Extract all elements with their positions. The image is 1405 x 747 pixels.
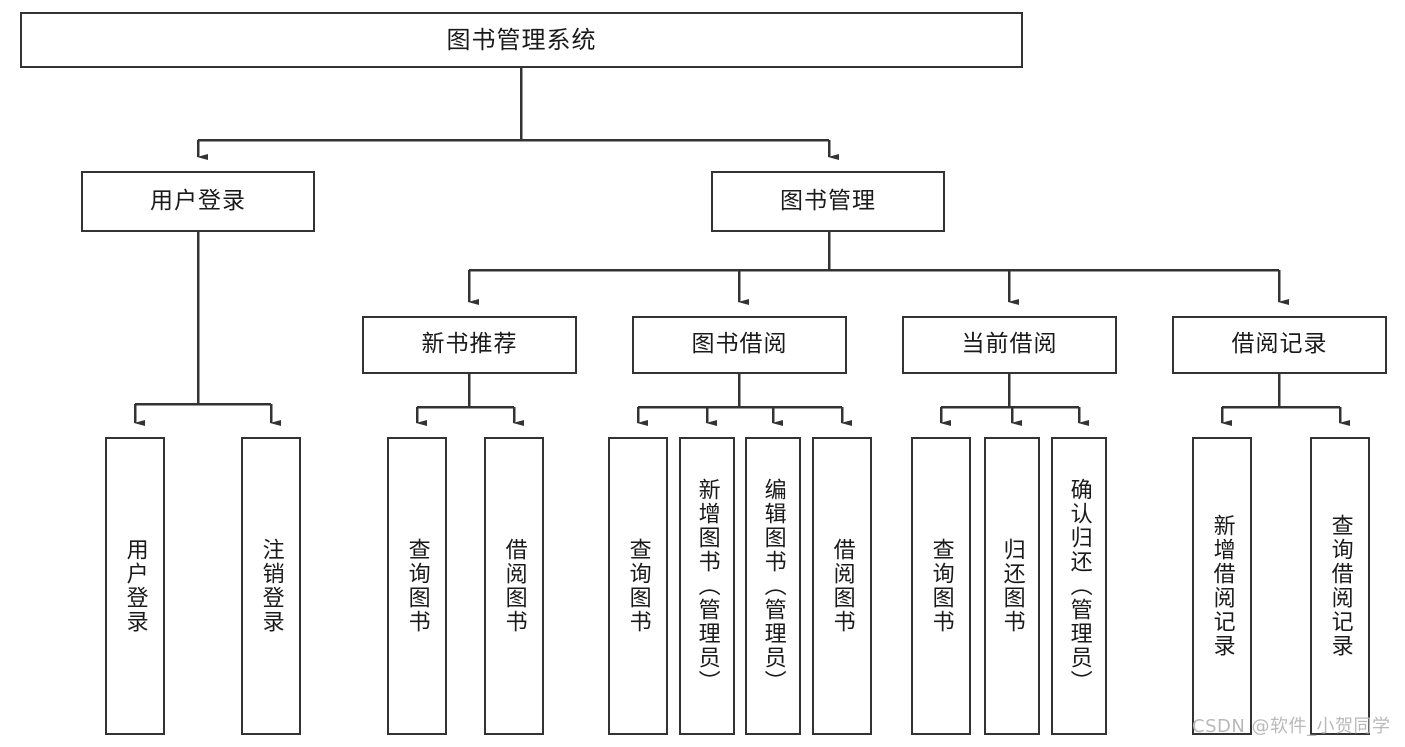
node-book-borrow[interactable]: 图书借阅 (632, 316, 847, 374)
node-book-management-system[interactable]: 图书管理系统 (20, 12, 1023, 68)
node-label: 编辑图书（管理员） (760, 478, 786, 694)
leaf-edit-book-admin[interactable]: 编辑图书（管理员） (745, 437, 801, 735)
node-label: 用户登录 (122, 538, 148, 634)
node-label: 确认归还（管理员） (1066, 478, 1092, 694)
node-label: 借阅图书 (829, 538, 855, 634)
node-user-login[interactable]: 用户登录 (81, 171, 315, 232)
node-label: 新书推荐 (421, 331, 518, 358)
leaf-confirm-return-admin[interactable]: 确认归还（管理员） (1051, 437, 1107, 735)
node-new-book-recommend[interactable]: 新书推荐 (362, 316, 577, 374)
leaf-query-book-current[interactable]: 查询图书 (911, 437, 971, 735)
node-label: 查询图书 (928, 538, 954, 634)
leaf-return-book[interactable]: 归还图书 (984, 437, 1040, 735)
leaf-user-logout[interactable]: 注销登录 (241, 437, 301, 735)
leaf-query-book-recommend[interactable]: 查询图书 (387, 437, 447, 735)
node-label: 借阅图书 (501, 538, 527, 634)
node-label: 注销登录 (258, 538, 284, 634)
watermark-text: CSDN @软件_小贺同学 (1192, 716, 1391, 737)
node-book-management[interactable]: 图书管理 (711, 171, 945, 232)
leaf-add-book-admin[interactable]: 新增图书（管理员） (679, 437, 735, 735)
node-label: 图书借阅 (691, 331, 788, 358)
node-label: 图书管理系统 (446, 25, 597, 54)
leaf-query-borrow-record[interactable]: 查询借阅记录 (1310, 437, 1370, 735)
node-label: 用户登录 (150, 187, 246, 214)
leaf-borrow-book-recommend[interactable]: 借阅图书 (484, 437, 544, 735)
leaf-user-login[interactable]: 用户登录 (105, 437, 165, 735)
node-current-borrow[interactable]: 当前借阅 (902, 316, 1117, 374)
node-label: 图书管理 (780, 187, 876, 214)
node-borrow-record[interactable]: 借阅记录 (1172, 316, 1387, 374)
node-label: 查询借阅记录 (1327, 514, 1353, 658)
node-label: 查询图书 (404, 538, 430, 634)
node-label: 借阅记录 (1231, 331, 1328, 358)
node-label: 新增图书（管理员） (694, 478, 720, 694)
node-label: 归还图书 (999, 538, 1025, 634)
node-label: 新增借阅记录 (1209, 514, 1235, 658)
node-label: 当前借阅 (961, 331, 1058, 358)
leaf-query-book-borrow[interactable]: 查询图书 (608, 437, 668, 735)
leaf-borrow-book[interactable]: 借阅图书 (812, 437, 872, 735)
node-label: 查询图书 (625, 538, 651, 634)
leaf-add-borrow-record[interactable]: 新增借阅记录 (1192, 437, 1252, 735)
